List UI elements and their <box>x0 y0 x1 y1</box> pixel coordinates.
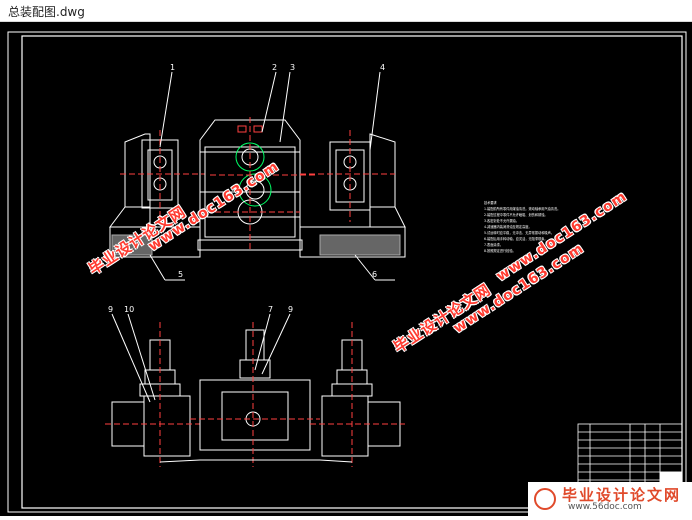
tech-note-1: 1.装配前所有零件用煤油清洗，滚动轴承用汽油清洗。 <box>484 206 560 211</box>
tech-note-5: 5.试运转时应平稳，无冲击、无异常振动和噪声。 <box>484 230 554 235</box>
part-label-9a: 9 <box>288 305 293 314</box>
brand-url: www.56doc.com <box>568 502 642 512</box>
tech-note-3: 3.各密封处不允许漏油。 <box>484 218 519 223</box>
part-label-4: 4 <box>380 63 385 72</box>
part-label-6: 6 <box>372 270 377 279</box>
cad-drawing-canvas[interactable]: 1 2 3 4 5 6 7 9 9 10 技术要求 1.装配前所有零件用煤油清洗… <box>0 22 692 516</box>
title-bar: 总装配图.dwg <box>0 0 692 22</box>
part-label-2: 2 <box>272 63 277 72</box>
tech-note-8: 8.按照规定进行检验。 <box>484 248 516 253</box>
brand-logo-icon <box>534 488 556 510</box>
part-label-5: 5 <box>178 270 183 279</box>
brand-name: 毕业设计论文网 <box>562 486 682 504</box>
tech-note-0: 技术要求 <box>484 200 498 205</box>
front-view <box>109 71 406 281</box>
tech-notes: 技术要求 1.装配前所有零件用煤油清洗，滚动轴承用汽油清洗。 2.装配过程中零件… <box>484 200 560 253</box>
part-label-7: 7 <box>268 305 273 314</box>
inner-border <box>21 35 683 509</box>
tech-note-4: 4.减速器内装润滑油至规定高度。 <box>484 224 532 229</box>
part-label-10: 10 <box>124 305 134 314</box>
part-label-1: 1 <box>170 63 175 72</box>
tech-note-2: 2.装配过程中零件不允许磕碰、划伤和锈蚀。 <box>484 212 548 217</box>
part-label-9b: 9 <box>108 305 113 314</box>
tech-note-6: 6.装配后用手转动轴，应灵活，无阻滞现象。 <box>484 236 548 241</box>
part-label-3: 3 <box>290 63 295 72</box>
footer-brand[interactable]: 毕业设计论文网 www.56doc.com <box>528 482 692 516</box>
outer-border <box>7 31 687 513</box>
window-title: 总装配图.dwg <box>8 5 85 19</box>
part-labels: 1 2 3 4 5 6 7 9 9 10 <box>108 63 385 314</box>
tech-note-7: 7.表面涂漆。 <box>484 242 503 247</box>
top-view <box>105 313 405 467</box>
